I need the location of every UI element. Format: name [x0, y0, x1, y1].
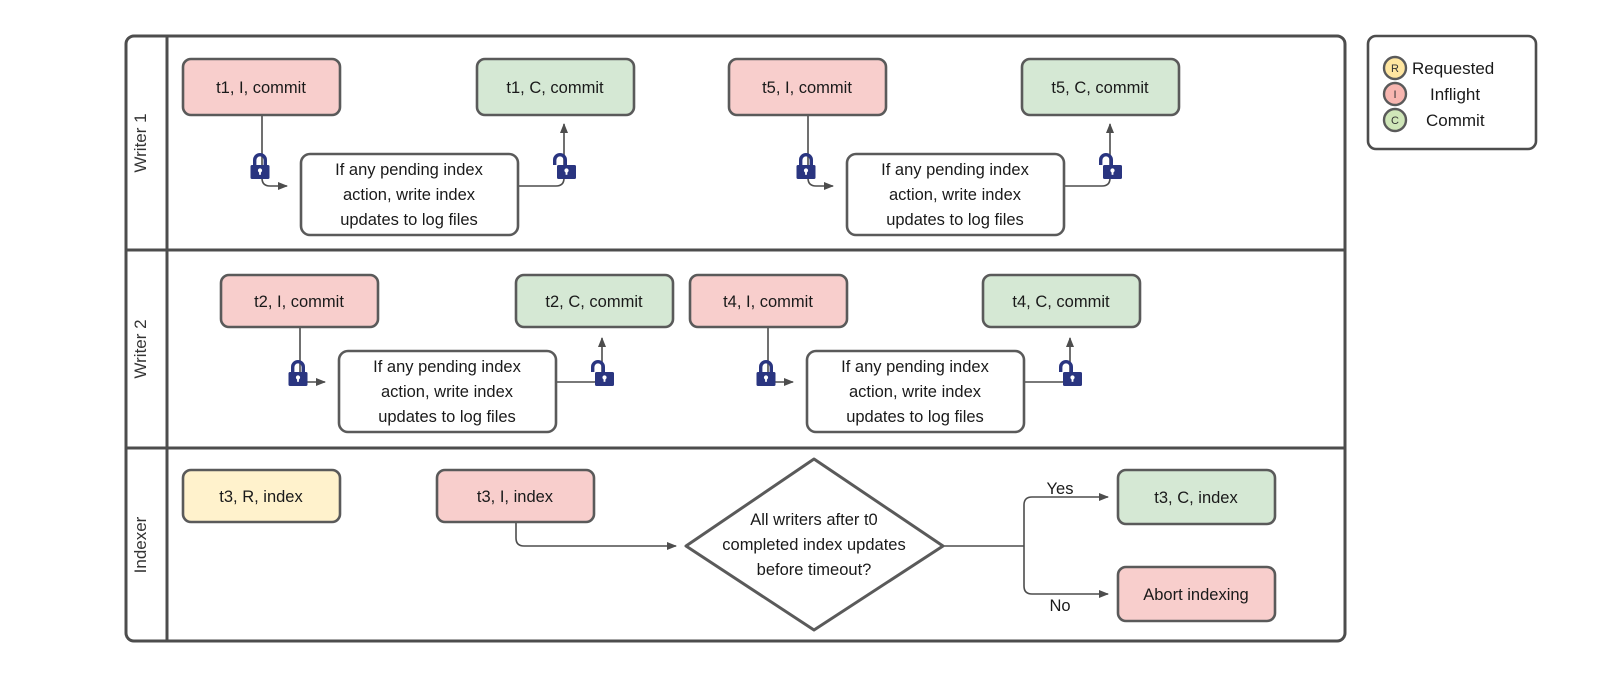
decision-shape — [684, 457, 945, 632]
node-w1-t5-commit[interactable]: t5, C, commit — [1020, 57, 1181, 117]
note-line-1: If any pending index — [373, 358, 521, 376]
note-line-1: If any pending index — [841, 358, 989, 376]
node-label: t1, C, commit — [506, 79, 604, 97]
node-shape — [1020, 57, 1181, 117]
node-shape — [688, 273, 849, 329]
decision-line-2: completed index updates — [722, 536, 905, 554]
note-w2-left[interactable]: If any pending index action, write index… — [337, 349, 558, 434]
legend-swatch-requested-icon — [1382, 55, 1408, 81]
node-shape — [181, 468, 342, 524]
legend-label-commit: Commit — [1426, 111, 1485, 130]
note-w1-left[interactable]: If any pending index action, write index… — [299, 152, 520, 237]
decision-line-1: All writers after t0 — [750, 511, 877, 529]
note-line-3: updates to log files — [886, 211, 1024, 229]
legend-panel: R Requested I Inflight C Commit — [1366, 34, 1538, 151]
node-w1-t1-inflight[interactable]: t1, I, commit — [181, 57, 342, 117]
node-shape — [514, 273, 675, 329]
legend-item-commit: C Commit — [1382, 107, 1485, 133]
node-label: t5, C, commit — [1051, 79, 1149, 97]
decision-all-writers-completed[interactable]: All writers after t0 completed index upd… — [684, 457, 945, 632]
note-line-3: updates to log files — [378, 408, 516, 426]
lock-open-icon — [1059, 360, 1082, 386]
node-ix-t3-inflight[interactable]: t3, I, index — [435, 468, 596, 524]
legend-border — [1366, 34, 1538, 151]
legend-label-requested: Requested — [1412, 59, 1494, 78]
decision-line-3: before timeout? — [757, 561, 872, 579]
note-line-2: action, write index — [889, 186, 1022, 204]
lane-label-writer-2: Writer 2 — [131, 319, 150, 378]
lock-closed-icon — [756, 360, 776, 386]
legend-item-inflight: I Inflight — [1382, 81, 1480, 107]
node-w2-t4-commit[interactable]: t4, C, commit — [981, 273, 1142, 329]
note-shape — [845, 152, 1066, 237]
legend-swatch-commit-icon — [1382, 107, 1408, 133]
node-label: t2, C, commit — [545, 293, 643, 311]
node-ix-abort[interactable]: Abort indexing — [1116, 565, 1277, 623]
node-label: t4, I, commit — [723, 293, 813, 311]
note-w2-right[interactable]: If any pending index action, write index… — [805, 349, 1026, 434]
note-shape — [805, 349, 1026, 434]
note-line-3: updates to log files — [340, 211, 478, 229]
node-ix-t3-commit[interactable]: t3, C, index — [1116, 468, 1277, 526]
note-line-2: action, write index — [381, 383, 514, 401]
legend-glyph-inflight: I — [1393, 89, 1396, 101]
lock-closed-icon — [250, 153, 270, 179]
node-shape — [1116, 468, 1277, 526]
legend-label-inflight: Inflight — [1430, 85, 1480, 104]
note-line-3: updates to log files — [846, 408, 984, 426]
legend-item-requested: R Requested — [1382, 55, 1494, 81]
node-shape — [727, 57, 888, 117]
note-line-1: If any pending index — [881, 161, 1029, 179]
node-w2-t2-commit[interactable]: t2, C, commit — [514, 273, 675, 329]
edge-ix-inflight-to-decision — [515, 523, 677, 550]
lock-closed-icon — [288, 360, 308, 386]
swimlane-pool — [124, 34, 1347, 643]
lock-open-icon — [1099, 153, 1122, 179]
node-w2-t4-inflight[interactable]: t4, I, commit — [688, 273, 849, 329]
node-ix-t3-requested[interactable]: t3, R, index — [181, 468, 342, 524]
note-line-2: action, write index — [343, 186, 476, 204]
lock-open-icon — [591, 360, 614, 386]
note-line-2: action, write index — [849, 383, 982, 401]
legend-swatch-inflight-icon — [1382, 81, 1408, 107]
node-label: t4, C, commit — [1012, 293, 1110, 311]
node-shape — [981, 273, 1142, 329]
node-w1-t5-inflight[interactable]: t5, I, commit — [727, 57, 888, 117]
node-label: t5, I, commit — [762, 79, 852, 97]
node-w1-t1-commit[interactable]: t1, C, commit — [475, 57, 636, 117]
node-label: t3, I, index — [477, 488, 554, 506]
edge-decision-split — [943, 493, 1109, 598]
node-shape — [181, 57, 342, 117]
node-shape — [1116, 565, 1277, 623]
node-label: Abort indexing — [1143, 586, 1249, 604]
note-shape — [299, 152, 520, 237]
edge-label-no: No — [1049, 597, 1070, 615]
lock-closed-icon — [796, 153, 816, 179]
node-shape — [219, 273, 380, 329]
note-line-1: If any pending index — [335, 161, 483, 179]
lock-open-icon — [553, 153, 576, 179]
node-label: t1, I, commit — [216, 79, 306, 97]
node-label: t3, C, index — [1154, 489, 1238, 507]
node-shape — [435, 468, 596, 524]
lane-label-indexer: Indexer — [131, 516, 150, 573]
legend-glyph-commit: C — [1391, 115, 1399, 127]
note-shape — [337, 349, 558, 434]
node-label: t2, I, commit — [254, 293, 344, 311]
node-shape — [475, 57, 636, 117]
edge-label-yes: Yes — [1047, 480, 1074, 498]
lane-label-writer-1: Writer 1 — [131, 113, 150, 172]
legend-glyph-requested: R — [1391, 63, 1399, 75]
node-w2-t2-inflight[interactable]: t2, I, commit — [219, 273, 380, 329]
pool-border — [124, 34, 1347, 643]
note-w1-right[interactable]: If any pending index action, write index… — [845, 152, 1066, 237]
node-label: t3, R, index — [219, 488, 303, 506]
